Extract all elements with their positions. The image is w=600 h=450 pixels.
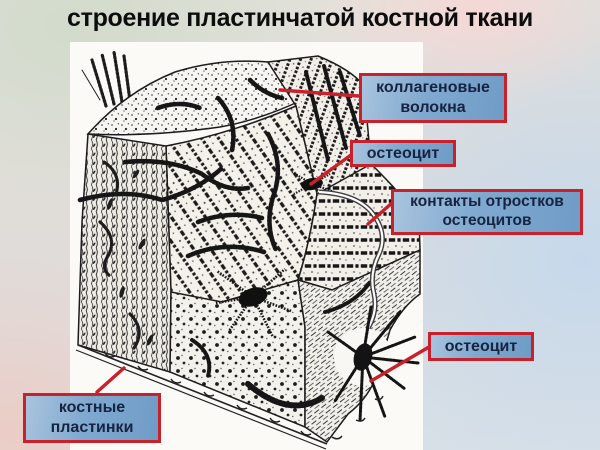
label-text: остеоцитов [442, 212, 532, 229]
label-text: костные [58, 399, 126, 417]
left-face-lacunae [98, 160, 154, 350]
collagen-fibres [77, 64, 372, 409]
label-text: остеоцит [366, 144, 440, 162]
process-contact-tube [318, 189, 385, 332]
label-text: контакты отростков [410, 193, 564, 211]
label-text: пластинки [50, 419, 134, 436]
label-collagen-fibers: коллагеновые волокна [359, 73, 507, 123]
label-text: остеоцит [444, 337, 518, 355]
label-osteocyte-bottom: остеоцит [428, 332, 534, 361]
label-text: коллагеновые [376, 79, 490, 97]
slide-title: строение пластинчатой костной ткани [67, 4, 533, 32]
label-osteocyte-process-contacts: контакты отростков остеоцитов [391, 189, 583, 235]
label-osteocyte-top: остеоцит [350, 140, 456, 167]
left-face [77, 133, 172, 373]
osteocyte-central [214, 268, 292, 338]
middle-lamellae-face [165, 104, 318, 305]
collagen-bristles [81, 50, 132, 108]
label-text: волокна [400, 99, 466, 116]
label-bone-lamellae: костные пластинки [23, 393, 161, 443]
